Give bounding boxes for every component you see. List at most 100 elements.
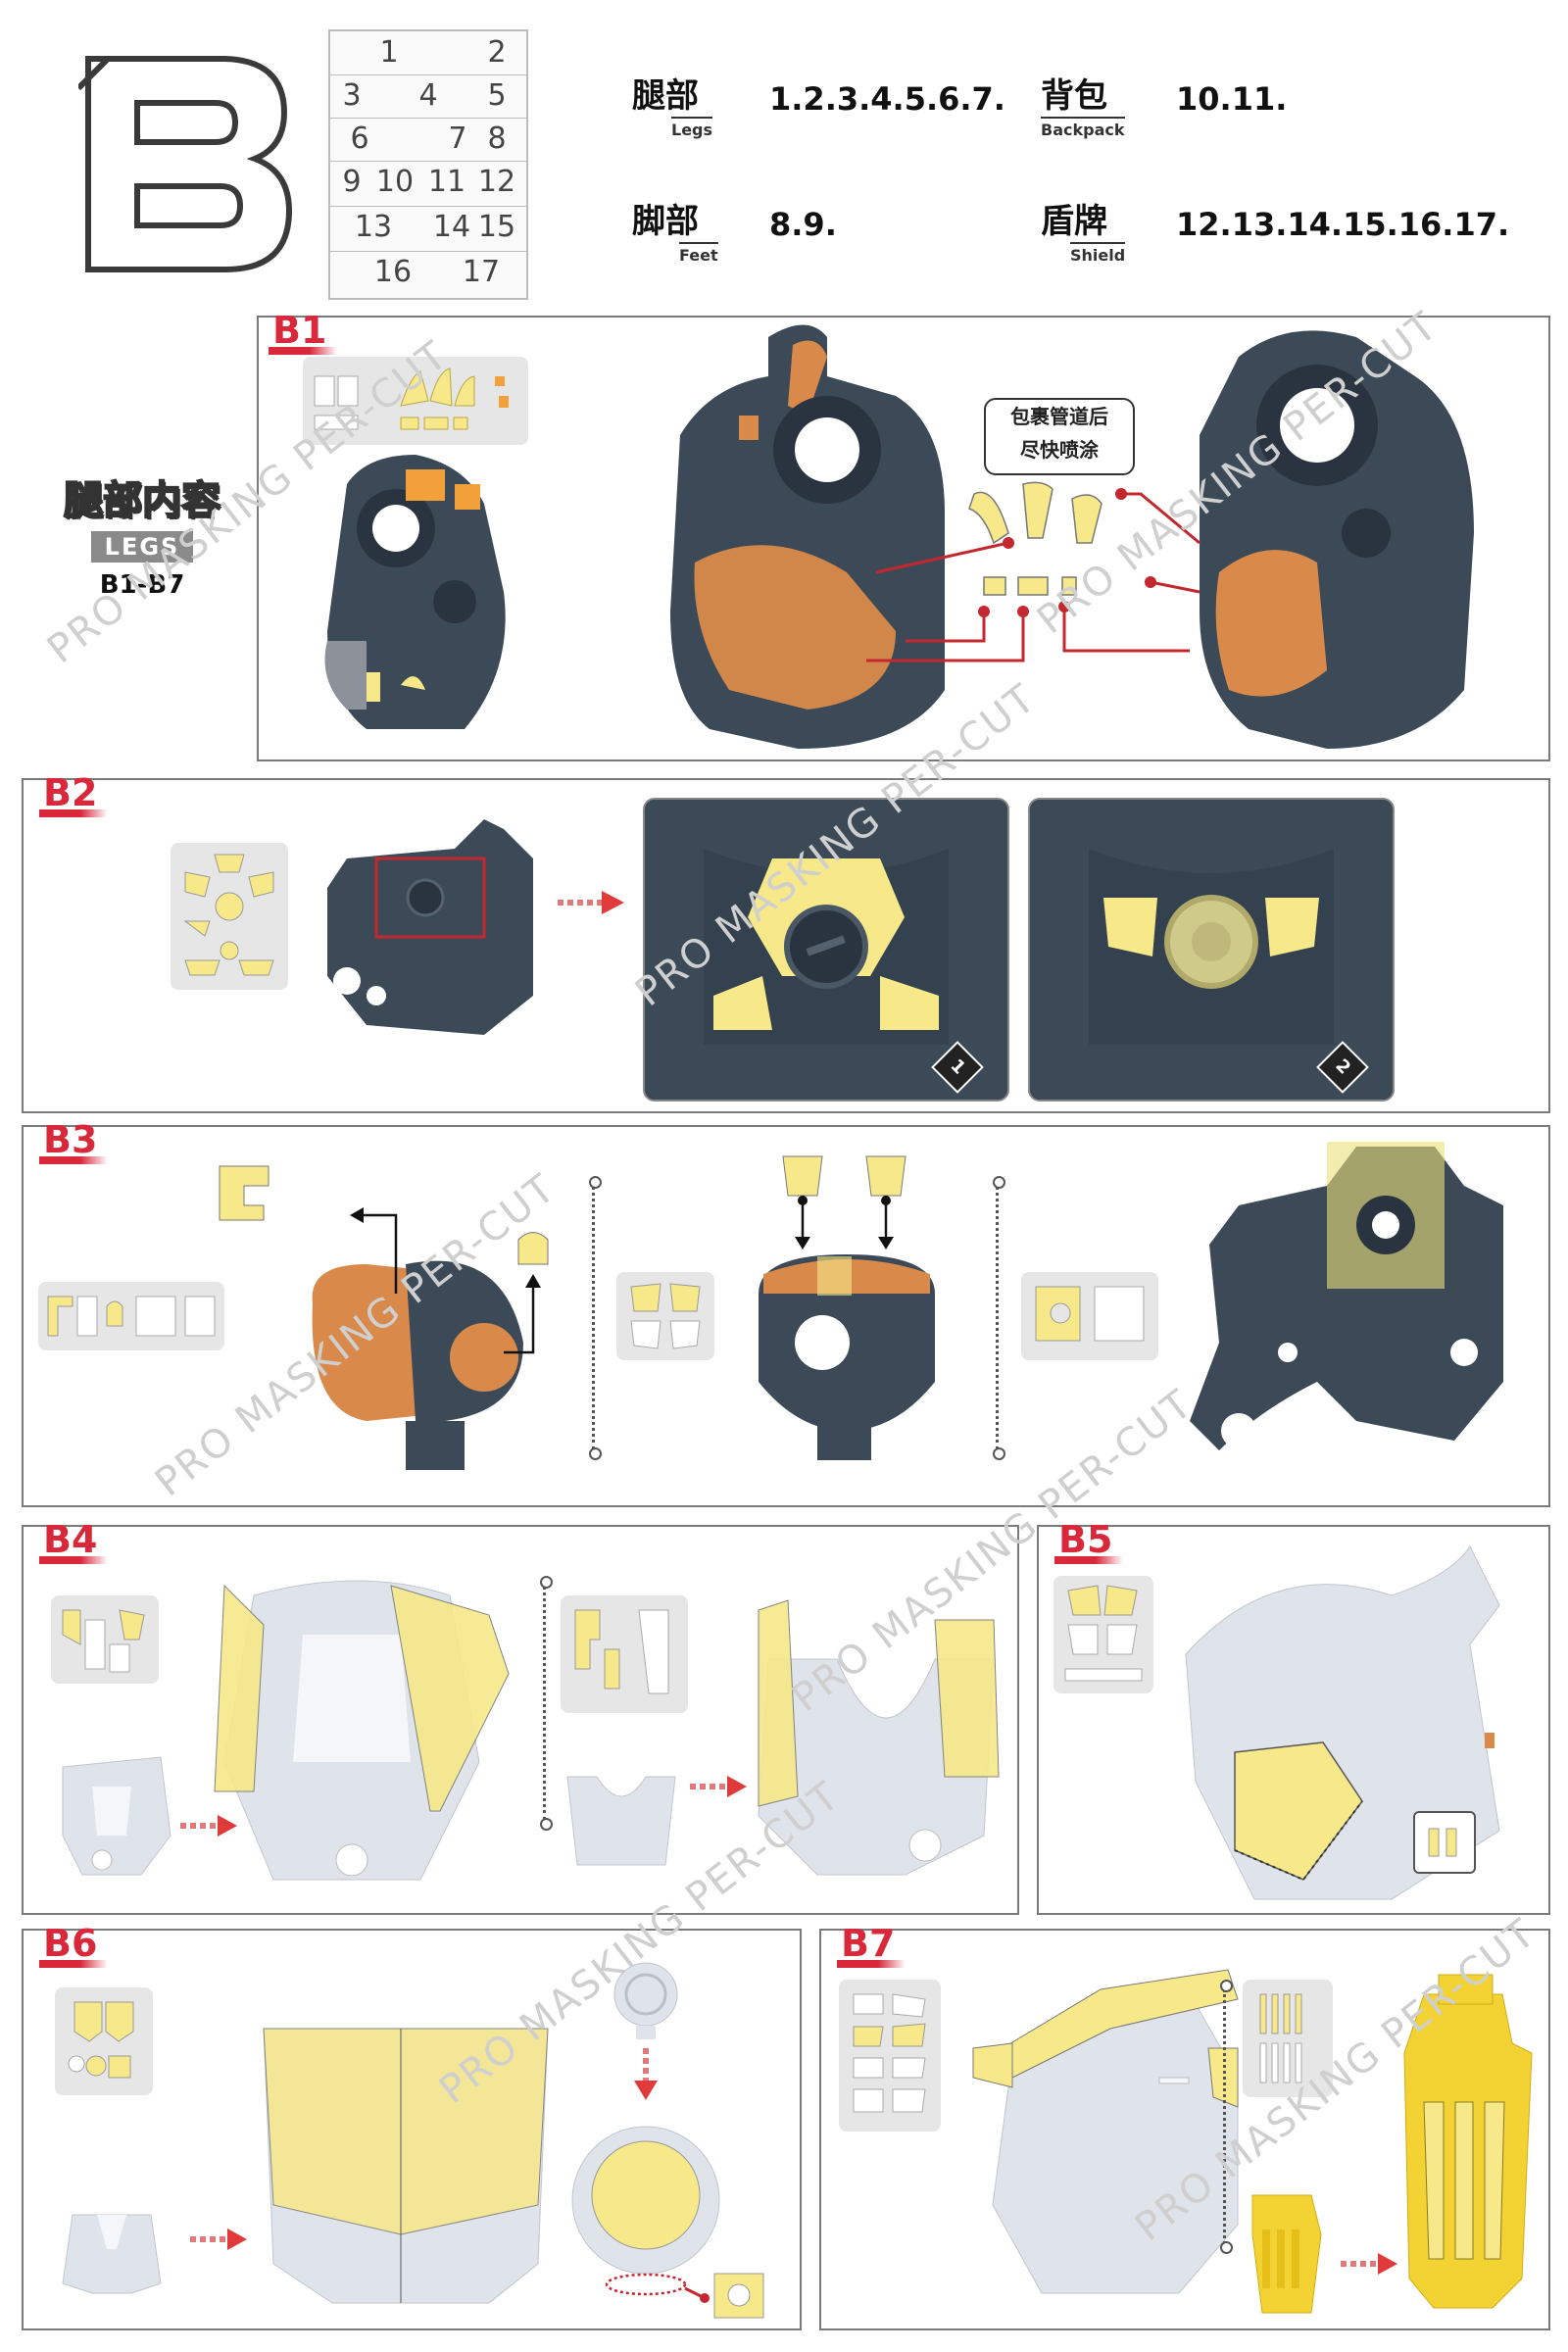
legend-en: Backpack xyxy=(1041,117,1125,139)
step-b4-panel: B4 xyxy=(22,1521,1019,1915)
legend-value: 10.11. xyxy=(1176,80,1288,118)
header: B 1 2 3 4 5 6 7 8 9 10 11 12 13 14 15 16… xyxy=(0,0,1568,304)
b4-arrow-2 xyxy=(690,1776,747,1797)
sheet-cell: 5 xyxy=(487,78,507,113)
b4-part-large-2 xyxy=(758,1599,1000,1876)
leg-part-left xyxy=(324,455,506,729)
b1-arrows xyxy=(866,488,1200,662)
b4-part-small-2 xyxy=(566,1776,676,1866)
b-letter-text: B xyxy=(0,0,1,1)
mask-sheet-thumb xyxy=(839,1980,941,2132)
mask-sheet-thumb xyxy=(55,1987,153,2095)
b6-arrow-1 xyxy=(190,2229,247,2250)
sheet-preview: 1 2 3 4 5 6 7 8 9 10 11 12 13 14 15 16 1… xyxy=(328,29,528,300)
b2-detail-1: 1 xyxy=(643,798,1009,1102)
legend-value: 1.2.3.4.5.6.7. xyxy=(769,80,1005,118)
b2-part xyxy=(327,819,533,1035)
legend-en: Shield xyxy=(1070,242,1126,265)
note-line-1: 包裹管道后 xyxy=(1010,405,1108,428)
section-title-cn: 腿部内容 xyxy=(63,477,221,524)
step-label: B6 xyxy=(38,1922,109,1968)
mask-sheet-thumb xyxy=(561,1595,688,1713)
step-label: B7 xyxy=(836,1922,906,1968)
legend-cn: 背包 xyxy=(1041,76,1107,116)
b7-part-large xyxy=(1403,1974,1533,2309)
sheet-cell: 4 xyxy=(418,78,438,113)
sheet-cell: 3 xyxy=(342,78,362,113)
sheet-cell: 13 xyxy=(354,210,393,244)
sheet-cell: 16 xyxy=(373,255,413,289)
sheet-cell: 11 xyxy=(427,165,466,199)
sheet-cell: 6 xyxy=(350,122,369,156)
step-b1-panel: B1 包裹管道后 尽快喷涂 xyxy=(257,312,1550,761)
divider xyxy=(1220,1980,1233,2254)
b7-part-a xyxy=(972,1969,1239,2294)
step-b3-panel: B3 xyxy=(22,1121,1550,1507)
sheet-cell: 9 xyxy=(342,165,362,199)
legend-en: Feet xyxy=(679,242,718,265)
b4-part-large xyxy=(214,1580,510,1881)
b1-note-box: 包裹管道后 尽快喷涂 xyxy=(984,398,1135,475)
b6-part-large xyxy=(263,2028,549,2304)
section-label: 腿部内容 LEGS B1-B7 xyxy=(39,468,245,600)
note-line-2: 尽快喷涂 xyxy=(1020,438,1099,462)
b3-part-c xyxy=(1190,1142,1503,1450)
b6-part-round xyxy=(571,1962,764,2319)
legend-value: 8.9. xyxy=(769,206,837,243)
section-title-en: LEGS xyxy=(90,531,194,563)
step-b6-panel: B6 xyxy=(22,1925,802,2330)
b7-part-small xyxy=(1251,2194,1322,2314)
b1-mask-pieces xyxy=(968,481,1102,596)
divider xyxy=(589,1176,602,1460)
mask-sheet-thumb xyxy=(1054,1576,1153,1693)
legend-item-backpack: 背包 Backpack xyxy=(1041,69,1125,139)
divider xyxy=(540,1576,553,1831)
legend-cn: 脚部 xyxy=(632,202,699,241)
mask-sheet-thumb xyxy=(616,1272,714,1360)
b4-arrow-1 xyxy=(180,1815,237,1837)
b4-part-small xyxy=(62,1756,172,1876)
legend-cn: 盾牌 xyxy=(1041,202,1107,241)
sheet-cell: 8 xyxy=(487,122,507,156)
step-b2-panel: B2 1 2 xyxy=(22,774,1550,1113)
b3-part-a xyxy=(219,1165,549,1470)
sheet-cell: 10 xyxy=(375,165,415,199)
mask-sheet-thumb xyxy=(1021,1272,1158,1360)
sheet-cell: 17 xyxy=(462,255,501,289)
legend-item-shield: 盾牌 Shield xyxy=(1041,194,1126,265)
sheet-cell: 2 xyxy=(487,35,507,70)
sheet-cell: 14 xyxy=(432,210,471,244)
b5-part xyxy=(1185,1545,1500,1900)
step-label: B3 xyxy=(38,1118,109,1164)
b2-detail-2: 2 xyxy=(1028,798,1395,1102)
step-label: B4 xyxy=(38,1518,109,1564)
sheet-cell: 1 xyxy=(379,35,399,70)
mask-sheet-thumb xyxy=(171,843,288,990)
legend-en: Legs xyxy=(671,117,713,139)
step-label: B5 xyxy=(1054,1518,1124,1564)
mask-sheet-thumb xyxy=(38,1282,224,1350)
b7-arrow xyxy=(1341,2253,1397,2275)
step-label: B2 xyxy=(38,771,109,817)
divider xyxy=(993,1176,1005,1460)
legend-item-feet: 脚部 Feet xyxy=(632,194,718,265)
b2-arrow xyxy=(558,891,624,914)
step-b7-panel: B7 xyxy=(819,1925,1550,2330)
legend-cn: 腿部 xyxy=(632,76,699,116)
mask-sheet-thumb xyxy=(51,1595,159,1684)
leg-part-right xyxy=(1200,330,1474,749)
sheet-cell: 15 xyxy=(477,210,516,244)
step-label: B1 xyxy=(268,309,338,355)
b6-part-small xyxy=(62,2214,162,2294)
b3-part-b xyxy=(759,1155,935,1460)
mask-sheet-thumb xyxy=(1243,1980,1333,2097)
leg-part-wrapped xyxy=(670,324,945,749)
legend-item-legs: 腿部 Legs xyxy=(632,69,713,139)
sheet-cell: 12 xyxy=(477,165,516,199)
step-b5-panel: B5 xyxy=(1037,1521,1550,1915)
b-logo xyxy=(78,56,293,272)
sheet-cell: 7 xyxy=(448,122,467,156)
b5-inset xyxy=(1413,1811,1476,1874)
section-range: B1-B7 xyxy=(99,570,185,600)
mask-sheet-thumb xyxy=(303,357,528,445)
